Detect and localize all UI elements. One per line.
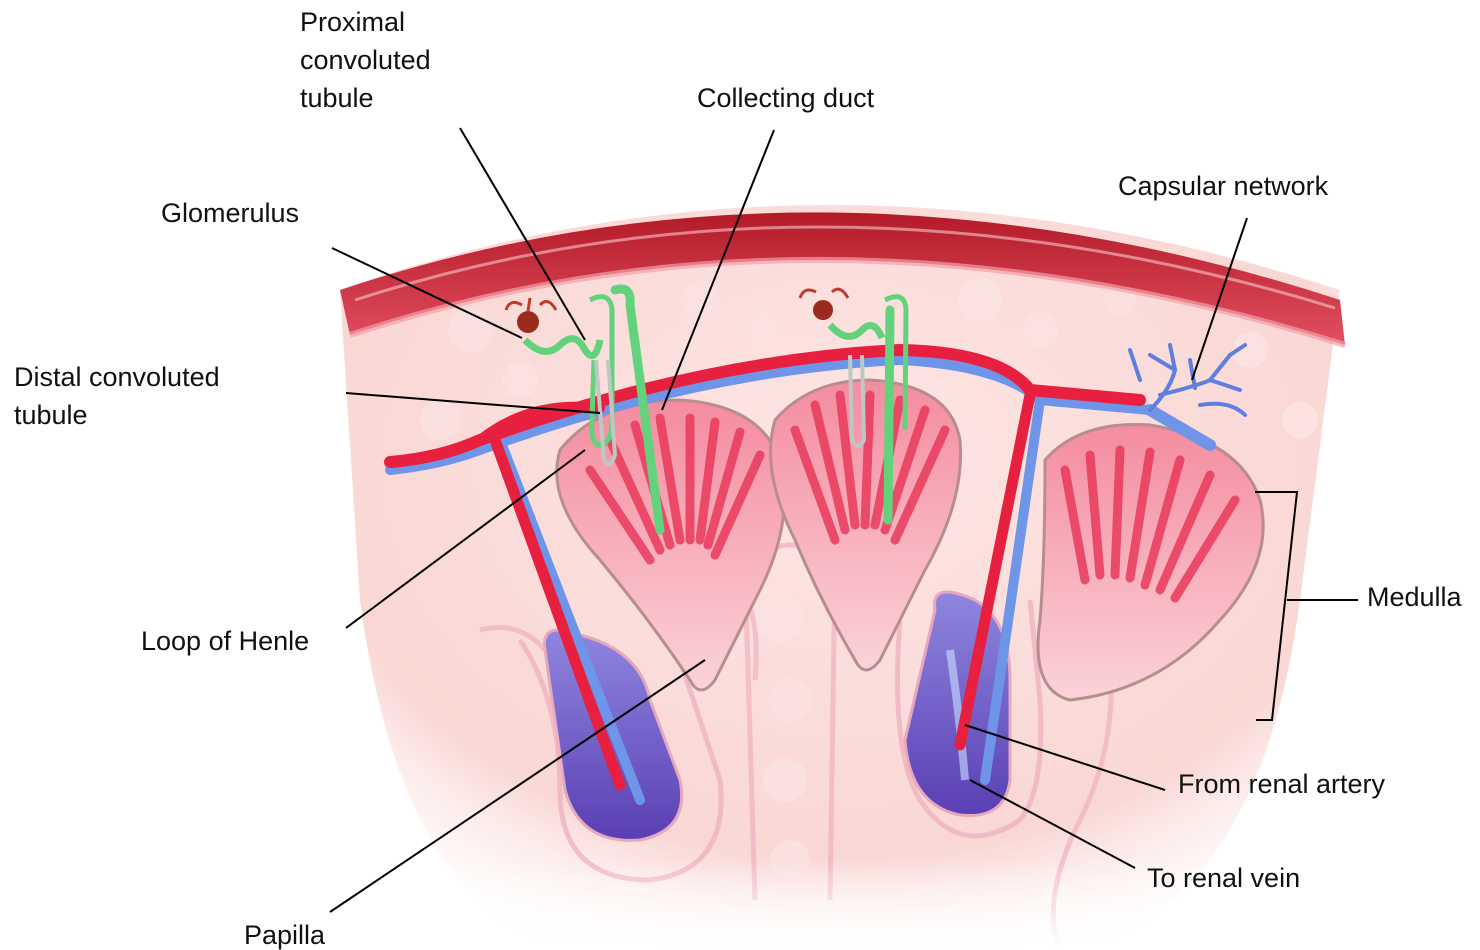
label-glomerulus: Glomerulus [161,198,299,228]
label-collecting-duct: Collecting duct [697,83,875,113]
label-distal-line2: tubule [14,400,88,430]
label-distal-line1: Distal convoluted [14,362,220,392]
glomerulus-icon-2 [813,300,833,320]
glomerulus-icon [517,311,539,333]
label-from-renal-artery: From renal artery [1178,769,1386,799]
label-capsular-network: Capsular network [1118,171,1329,201]
label-papilla: Papilla [244,920,326,950]
label-to-renal-vein: To renal vein [1147,863,1300,893]
label-proximal-line3: tubule [300,83,374,113]
label-loop-of-henle: Loop of Henle [141,626,309,656]
label-medulla: Medulla [1367,582,1463,612]
label-proximal-line2: convoluted [300,45,431,75]
label-proximal-line1: Proximal [300,7,405,37]
